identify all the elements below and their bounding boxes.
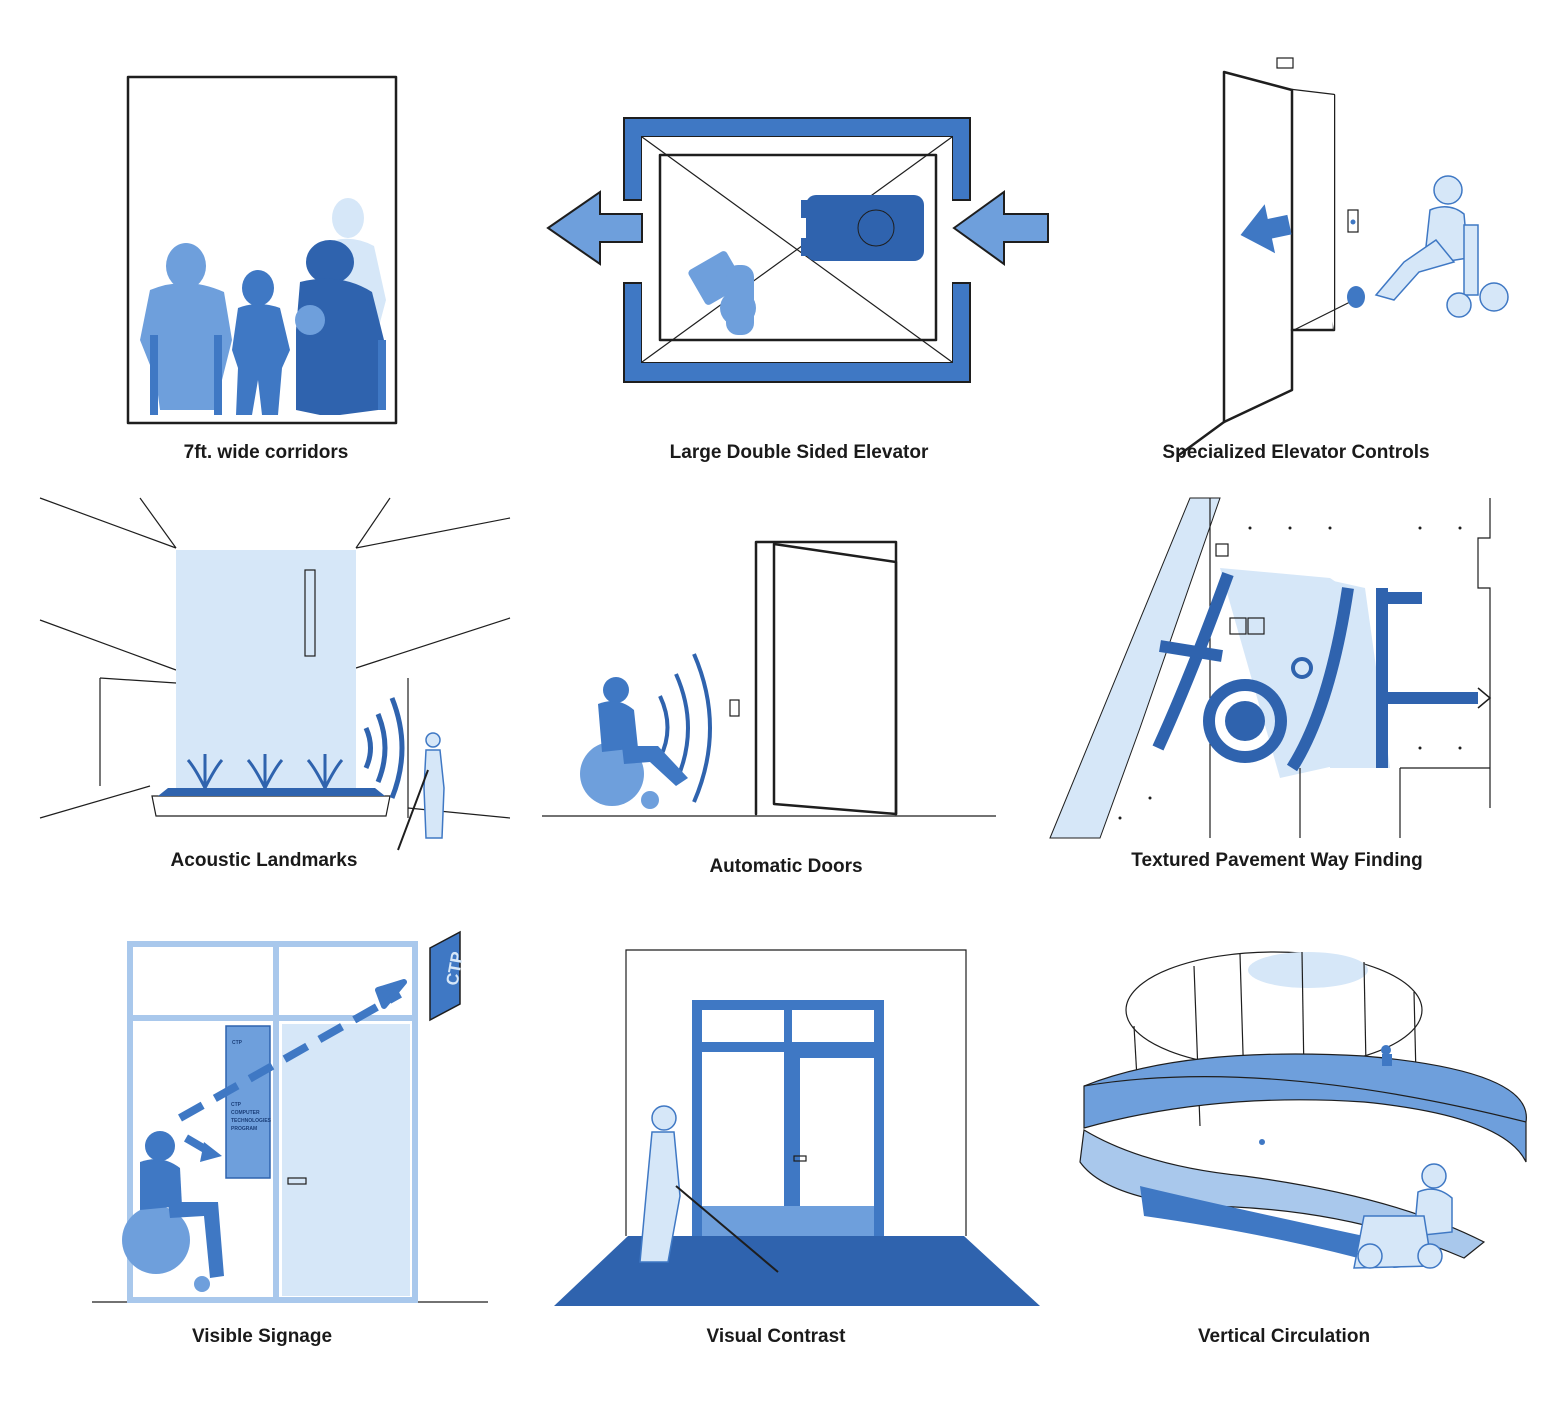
wheelchair-user-left: [140, 243, 232, 415]
landmark-ring: [1203, 679, 1287, 763]
arrow-left-icon: [546, 190, 643, 266]
caption-vertical: Vertical Circulation: [1197, 1326, 1371, 1347]
panel-contrast: Visual Contrast: [516, 906, 1064, 1376]
caption-corridors: 7ft. wide corridors: [183, 442, 349, 463]
caption-signage: Visible Signage: [191, 1326, 333, 1347]
board-line-3: TECHNOLOGIES: [231, 1118, 272, 1124]
directory-board: [225, 1025, 271, 1179]
door-sensor: [729, 699, 740, 717]
planter-base: [151, 795, 391, 817]
board-line-2: COMPUTER: [231, 1110, 260, 1116]
child-figure: [232, 270, 290, 415]
elevator-door: [1222, 70, 1294, 424]
board-line-4: PROGRAM: [231, 1126, 257, 1132]
contrast-floor-mat: [554, 1236, 1040, 1306]
doors-illustration: [542, 540, 996, 817]
signage-illustration: CTP CTP COMPUTER TECHNOLOGIES PROGRAM CT…: [92, 930, 488, 1303]
spiral-ramp: [1079, 1053, 1527, 1268]
arrow-up-right-icon: [375, 979, 407, 1009]
panel-vertical: Vertical Circulation: [1064, 906, 1548, 1376]
wheelchair-user: [580, 677, 688, 809]
caption-pavement: Textured Pavement Way Finding: [1131, 850, 1423, 871]
panel-doors: Automatic Doors: [530, 478, 1030, 898]
wheelchair-user: [122, 1131, 224, 1292]
contrasting-door-frame: [692, 1000, 884, 1236]
low-call-button: [1347, 286, 1365, 308]
call-button-panel: [1347, 209, 1359, 233]
tactile-path: [1152, 571, 1478, 772]
panel-signage: CTP CTP COMPUTER TECHNOLOGIES PROGRAM CT…: [0, 906, 516, 1376]
panel-corridors: 7ft. wide corridors: [0, 0, 516, 470]
projecting-sign: [429, 930, 461, 1022]
corridor-frame: [126, 75, 398, 425]
floor-indicator: [1276, 57, 1294, 69]
entry-arrow-icon: [1477, 687, 1492, 709]
panel-controls: Specialized Elevator Controls: [1064, 0, 1548, 470]
sightline-dashed: [178, 990, 402, 1122]
contrast-illustration: [554, 949, 1040, 1306]
wheelchair-user: [1353, 1163, 1453, 1269]
door-frame: [754, 540, 898, 816]
wheelchair-user-topview: [801, 195, 924, 261]
caption-contrast: Visual Contrast: [706, 1326, 846, 1347]
elevator-illustration: [546, 117, 1049, 383]
feature-wall: [176, 550, 356, 790]
person-with-cane: [639, 1105, 779, 1273]
panel-acoustic: Acoustic Landmarks: [0, 478, 530, 898]
pavement-illustration: [1049, 497, 1492, 839]
panel-elevator: Large Double Sided Elevator: [516, 0, 1064, 470]
acoustic-illustration: [39, 497, 511, 851]
person-with-cane: [397, 732, 445, 851]
corridors-illustration: [126, 75, 398, 425]
elevator-cab: [658, 153, 938, 342]
controls-illustration: [1177, 57, 1509, 457]
caption-acoustic: Acoustic Landmarks: [170, 850, 358, 871]
person-pushing: [295, 240, 386, 415]
door-leaf: [772, 542, 898, 816]
board-top-text: CTP: [232, 1040, 243, 1046]
person-topview: [688, 251, 756, 335]
fountain-plants: [186, 754, 344, 789]
caption-doors: Automatic Doors: [709, 856, 863, 877]
vertical-illustration: [1079, 951, 1527, 1269]
storefront-frame: [127, 941, 418, 1303]
wall-slot-window: [304, 569, 316, 657]
caption-controls: Specialized Elevator Controls: [1162, 442, 1430, 463]
board-line-1: CTP: [231, 1102, 242, 1108]
arrow-left-entry-icon: [952, 190, 1049, 266]
sound-wave-icon: [363, 697, 405, 799]
panel-pavement: Textured Pavement Way Finding: [1030, 478, 1548, 898]
arrow-left-icon: [1240, 204, 1292, 254]
caption-elevator: Large Double Sided Elevator: [669, 442, 929, 463]
column-grid: [1118, 526, 1462, 820]
powerchair-user: [1374, 175, 1509, 318]
